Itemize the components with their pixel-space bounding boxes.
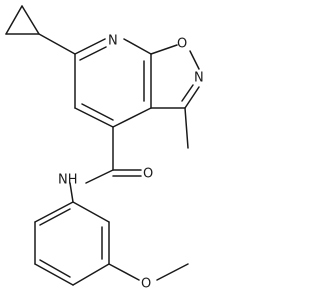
bond-n2-c3-double	[181, 84, 194, 102]
bond-methyl	[184, 107, 189, 149]
chemical-structure-diagram: N O N NH O O	[5, 5, 204, 292]
bond-ph-1-double	[39, 208, 71, 226]
bond-nh-phenyl	[69, 182, 74, 203]
bond-o1-n2	[189, 50, 200, 70]
bond-n7-c7a	[123, 38, 152, 55]
atom-n-oxazole: N	[194, 71, 204, 86]
pyridine-ring	[74, 38, 152, 128]
methoxyphenyl-ring	[34, 201, 110, 286]
bond-cyclopropyl-pyridine	[38, 33, 76, 55]
bond-n2-c3	[184, 86, 200, 109]
bond-ph-3	[34, 263, 74, 286]
atom-o-carbonyl: O	[143, 167, 153, 182]
bond-c7a-o1	[150, 44, 178, 55]
bond-ring-o	[108, 263, 140, 281]
bond-cp-2	[21, 5, 40, 35]
isoxazole-ring	[150, 44, 200, 109]
bond-c4-c3a	[112, 107, 152, 128]
atom-o-ring: O	[177, 37, 187, 52]
bond-c6-n7	[74, 38, 106, 55]
bond-c5-c4	[74, 107, 114, 128]
cyclopropyl-ring	[5, 5, 40, 35]
amide-group	[69, 126, 142, 203]
bond-c6-n7-double	[79, 46, 107, 61]
bond-ph-3-double	[39, 259, 71, 278]
bond-o-methyl	[156, 263, 189, 281]
bond-carbonyl-nh	[85, 169, 114, 184]
atom-nh-amide: NH	[58, 173, 78, 188]
bond-cp-1	[5, 5, 23, 35]
methoxy-group	[108, 263, 189, 281]
bond-ph-4	[72, 263, 110, 286]
bond-ph-1	[34, 201, 74, 223]
atom-o-ether: O	[141, 277, 151, 292]
atom-n-pyridine: N	[108, 34, 118, 49]
bond-ph-6	[72, 201, 110, 223]
bond-c5-c4-double	[81, 103, 114, 121]
